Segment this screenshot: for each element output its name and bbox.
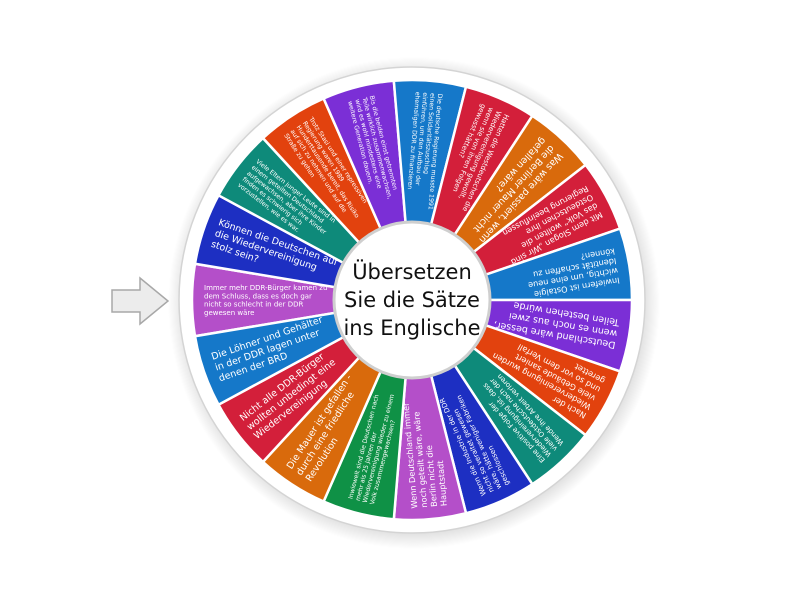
segment-label: Viele Eltern junger Leute sind ineinem g… <box>236 158 337 248</box>
wheel-hub[interactable] <box>332 220 492 380</box>
arrow-right-icon <box>111 276 170 326</box>
